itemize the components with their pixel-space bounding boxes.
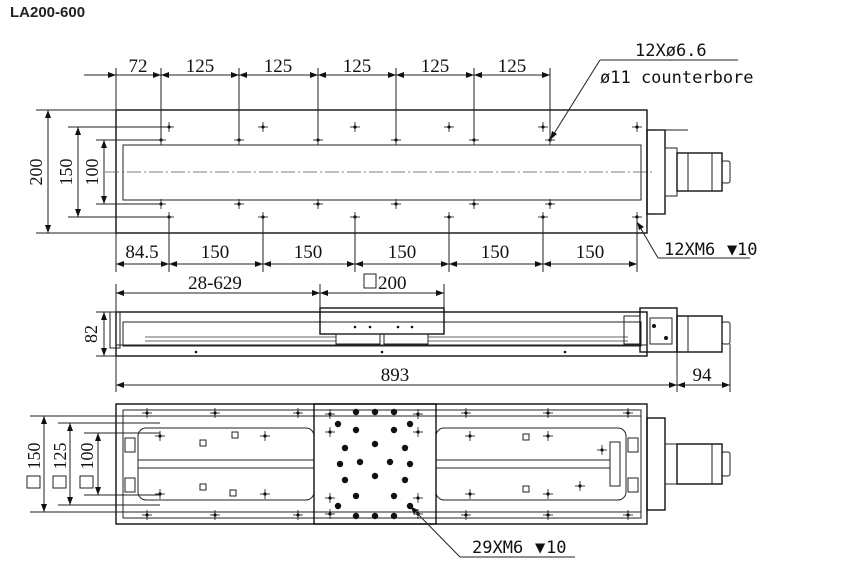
square-symbol-icon	[363, 273, 377, 289]
dim-left-0: 200	[26, 159, 46, 186]
hole-callout-line2: ø11 counterbore	[600, 68, 754, 88]
dim-motor: 94	[693, 365, 713, 386]
dim-bottom-left-2: 100	[77, 443, 97, 470]
drawing-title: LA200-600	[10, 4, 86, 21]
dim-top-2: 125	[264, 56, 293, 77]
dim-top-3: 125	[343, 56, 372, 77]
hole-callout-line1: 12Xø6.6	[635, 41, 707, 61]
dim-bottom-5: 150	[576, 242, 605, 263]
dim-left-1: 150	[56, 159, 76, 186]
dim-bottom-4: 150	[481, 242, 510, 263]
square-symbol-icon	[26, 475, 41, 489]
dim-bottom-left-1: 125	[50, 443, 70, 470]
top-view: 72 125 125 125 125 125 12Xø6.6 ø11 count…	[26, 41, 757, 272]
dim-bottom-1: 150	[201, 242, 230, 263]
carriage-thread-depth: 10	[546, 538, 566, 558]
thread-callout: 12XM6	[664, 240, 715, 260]
dim-travel: 28-629	[188, 273, 242, 294]
dim-top-0: 72	[129, 56, 148, 77]
dim-top-5: 125	[498, 56, 527, 77]
dim-bottom-2: 150	[294, 242, 323, 263]
dim-top-1: 125	[186, 56, 215, 77]
dim-carriage: 200	[378, 273, 407, 294]
dim-left-2: 100	[82, 159, 102, 186]
bottom-view: 150 125 100 29XM6 ▼ 10	[24, 403, 731, 558]
square-symbol-icon	[52, 475, 67, 489]
thread-depth: 10	[737, 240, 757, 260]
dim-bottom-3: 150	[388, 242, 417, 263]
dim-height: 82	[81, 325, 101, 343]
dim-top-4: 125	[421, 56, 450, 77]
dim-bottom-left-0: 150	[24, 443, 44, 470]
dim-bottom-0: 84.5	[125, 242, 158, 263]
carriage-thread-callout: 29XM6	[472, 538, 523, 558]
square-symbol-icon	[79, 475, 94, 489]
dim-length: 893	[381, 365, 410, 386]
thread-depth-icon: ▼	[535, 538, 546, 558]
thread-depth-icon: ▼	[727, 240, 738, 260]
side-view: 28-629 200 82 893 94	[81, 273, 731, 392]
